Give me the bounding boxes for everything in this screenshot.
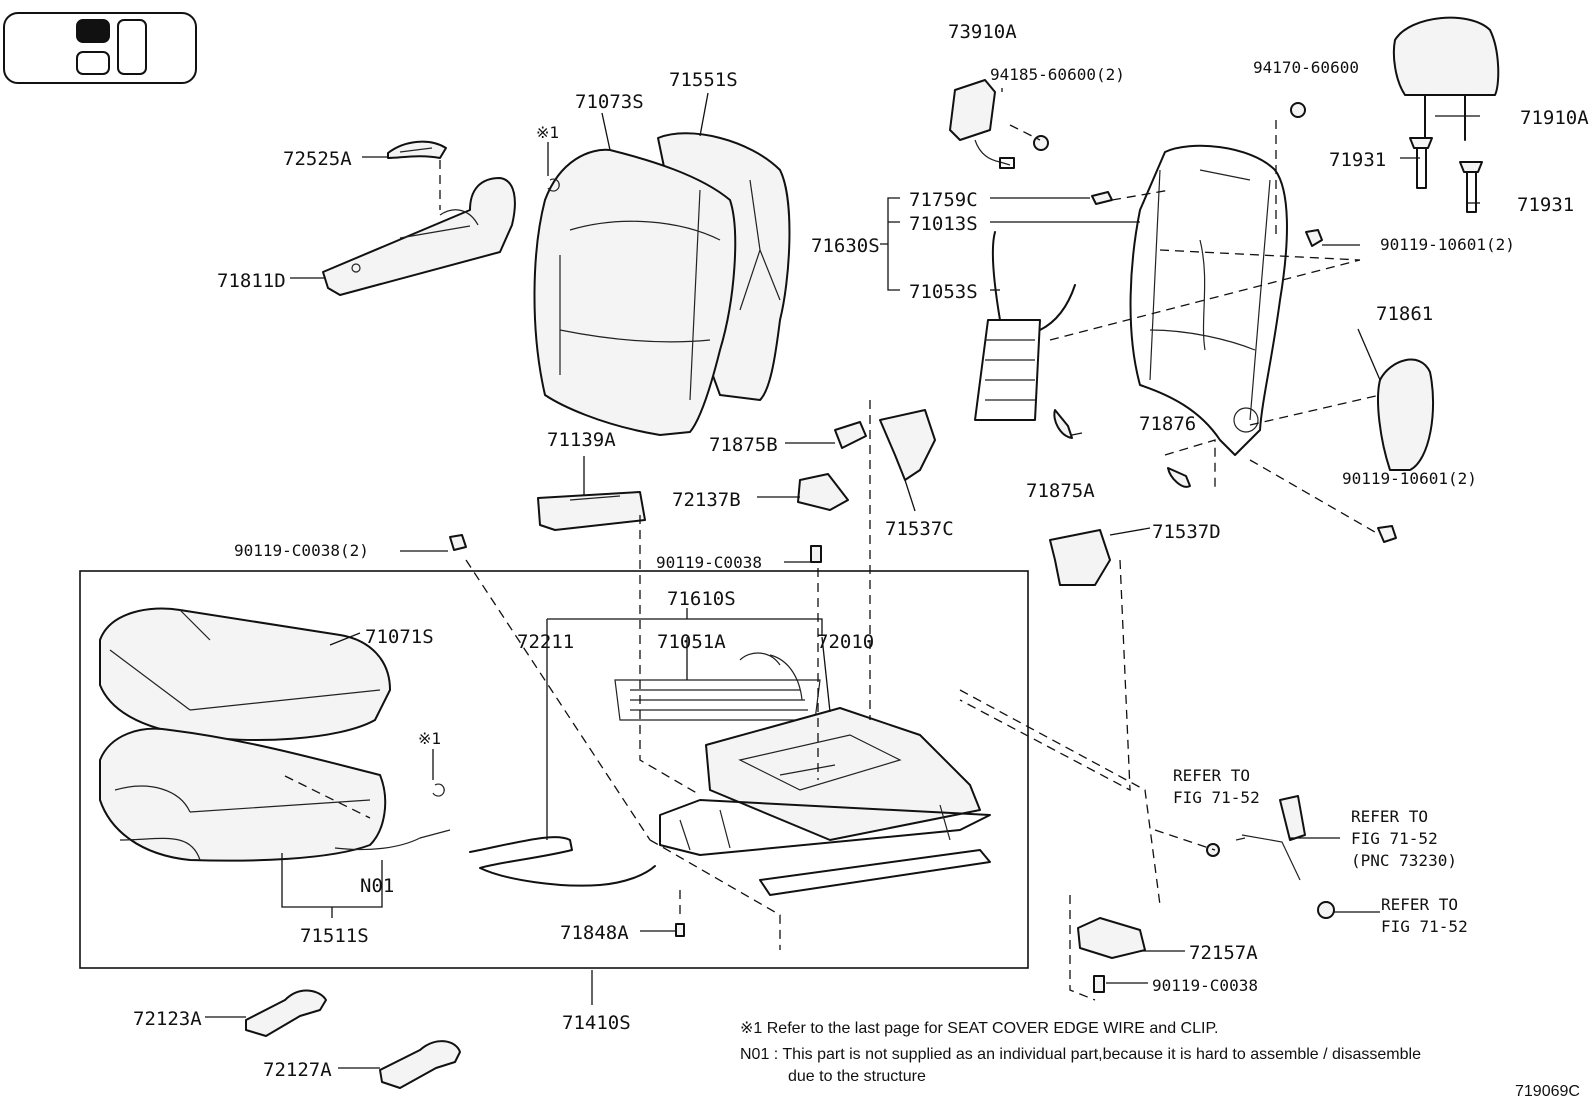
label-71875B: 71875B (709, 434, 778, 456)
footnote-n01-line2: due to the structure (788, 1068, 926, 1085)
label-90119-10601-upper: 90119-10601(2) (1380, 235, 1515, 254)
bolt-drawings-90119-C0038 (449, 534, 1105, 993)
seat-locator-icon (3, 12, 197, 84)
label-71876: 71876 (1139, 413, 1196, 435)
part-71013S-drawing (1129, 144, 1288, 456)
assembly-lines (284, 120, 1381, 1001)
part-73910A-drawing (949, 79, 1015, 169)
mark-clip-2: ※1 (418, 729, 441, 748)
bracket-71630S (880, 197, 900, 291)
label-71511S: 71511S (300, 925, 369, 947)
part-71875B-drawing (834, 421, 867, 449)
label-71630S: 71630S (811, 235, 880, 257)
label-72123A: 72123A (133, 1008, 202, 1030)
label-90119-C0038-mid: 90119-C0038 (656, 553, 762, 572)
part-labels: 72525A 71811D 71073S 71551S ※1 73910A 94… (133, 21, 1589, 1081)
label-72525A: 72525A (283, 148, 352, 170)
footnote-n01-line1: N01 : This part is not supplied as an in… (740, 1046, 1421, 1063)
part-71876-71875A-drawings (1053, 409, 1191, 488)
seatbelt-buckle-drawing (1206, 795, 1335, 919)
label-71053S: 71053S (909, 281, 978, 303)
label-72137B: 72137B (672, 489, 741, 511)
reference-labels: REFER TO FIG 71-52 REFER TO FIG 71-52 (P… (1173, 766, 1468, 936)
footnotes: ※1 Refer to the last page for SEAT COVER… (740, 1020, 1580, 1099)
bracket-71610S (546, 608, 823, 635)
refer-to-b-line1: REFER TO (1351, 807, 1428, 826)
label-71051A: 71051A (657, 631, 726, 653)
bolt-drawings-90119-10601 (1305, 229, 1397, 543)
label-90119-C0038-low: 90119-C0038 (1152, 976, 1258, 995)
label-94170-60600: 94170-60600 (1253, 58, 1359, 77)
refer-to-a-line2: FIG 71-52 (1173, 788, 1260, 807)
label-72010: 72010 (817, 631, 874, 653)
mark-clip-1: ※1 (536, 123, 559, 142)
label-71861: 71861 (1376, 303, 1433, 325)
part-71537D-drawing (1049, 529, 1111, 586)
part-71931-drawings (1409, 137, 1483, 213)
refer-to-c-line2: FIG 71-52 (1381, 917, 1468, 936)
bracket-71511S (281, 853, 383, 918)
part-72137B-drawing (797, 473, 849, 511)
label-71537D: 71537D (1152, 521, 1221, 543)
part-71139A-drawing (537, 491, 646, 531)
part-72211-drawing (469, 836, 656, 887)
refer-to-b-line3: (PNC 73230) (1351, 851, 1457, 870)
label-71931-lower: 71931 (1517, 194, 1574, 216)
label-71610S: 71610S (667, 588, 736, 610)
label-71073S: 71073S (575, 91, 644, 113)
part-71910A-drawing (1392, 16, 1500, 141)
label-71537C: 71537C (885, 518, 954, 540)
leader-lines (205, 88, 1480, 1069)
label-72211: 72211 (517, 631, 574, 653)
label-71013S: 71013S (909, 213, 978, 235)
label-71931-upper: 71931 (1329, 149, 1386, 171)
label-71551S: 71551S (669, 69, 738, 91)
part-72010-drawing (659, 707, 991, 896)
part-72157A-drawing (1077, 917, 1146, 959)
label-71910A: 71910A (1520, 107, 1589, 129)
label-71848A: 71848A (560, 922, 629, 944)
lower-seat-group-frame (79, 570, 1029, 969)
label-90119-10601-lower: 90119-10601(2) (1342, 469, 1477, 488)
label-72127A: 72127A (263, 1059, 332, 1081)
label-90119-C0038-2: 90119-C0038(2) (234, 541, 369, 560)
part-94170-drawing (1290, 102, 1306, 118)
label-71759C: 71759C (909, 189, 978, 211)
refer-to-c-line1: REFER TO (1381, 895, 1458, 914)
part-71861-drawing (1377, 358, 1435, 471)
part-71811D-drawing (322, 177, 516, 296)
clip-drawings (432, 178, 560, 797)
diagram-id: 719069C (1515, 1083, 1580, 1099)
part-71537C-drawing (879, 409, 936, 481)
part-71053S-drawing (974, 231, 1076, 421)
label-71410S: 71410S (562, 1012, 631, 1034)
label-71811D: 71811D (217, 270, 286, 292)
refer-to-a-line1: REFER TO (1173, 766, 1250, 785)
part-72525A-drawing (387, 140, 447, 159)
label-71071S: 71071S (365, 626, 434, 648)
label-71139A: 71139A (547, 429, 616, 451)
part-94185-drawing (1033, 135, 1049, 151)
label-71875A: 71875A (1026, 480, 1095, 502)
label-N01: N01 (360, 875, 394, 897)
refer-to-b-line2: FIG 71-52 (1351, 829, 1438, 848)
seatback-drawing (533, 132, 791, 436)
label-94185-60600: 94185-60600(2) (990, 65, 1125, 84)
label-72157A: 72157A (1189, 942, 1258, 964)
harness-N01-drawing (334, 829, 451, 851)
label-73910A: 73910A (948, 21, 1017, 43)
part-71759C-drawing (1091, 191, 1113, 205)
footnote-seat-cover-edge-wire: ※1 Refer to the last page for SEAT COVER… (740, 1020, 1219, 1037)
seat-cushion-drawing (99, 607, 391, 862)
part-71051A-drawing (614, 652, 821, 721)
part-72123A-72127A-drawings (245, 989, 461, 1089)
